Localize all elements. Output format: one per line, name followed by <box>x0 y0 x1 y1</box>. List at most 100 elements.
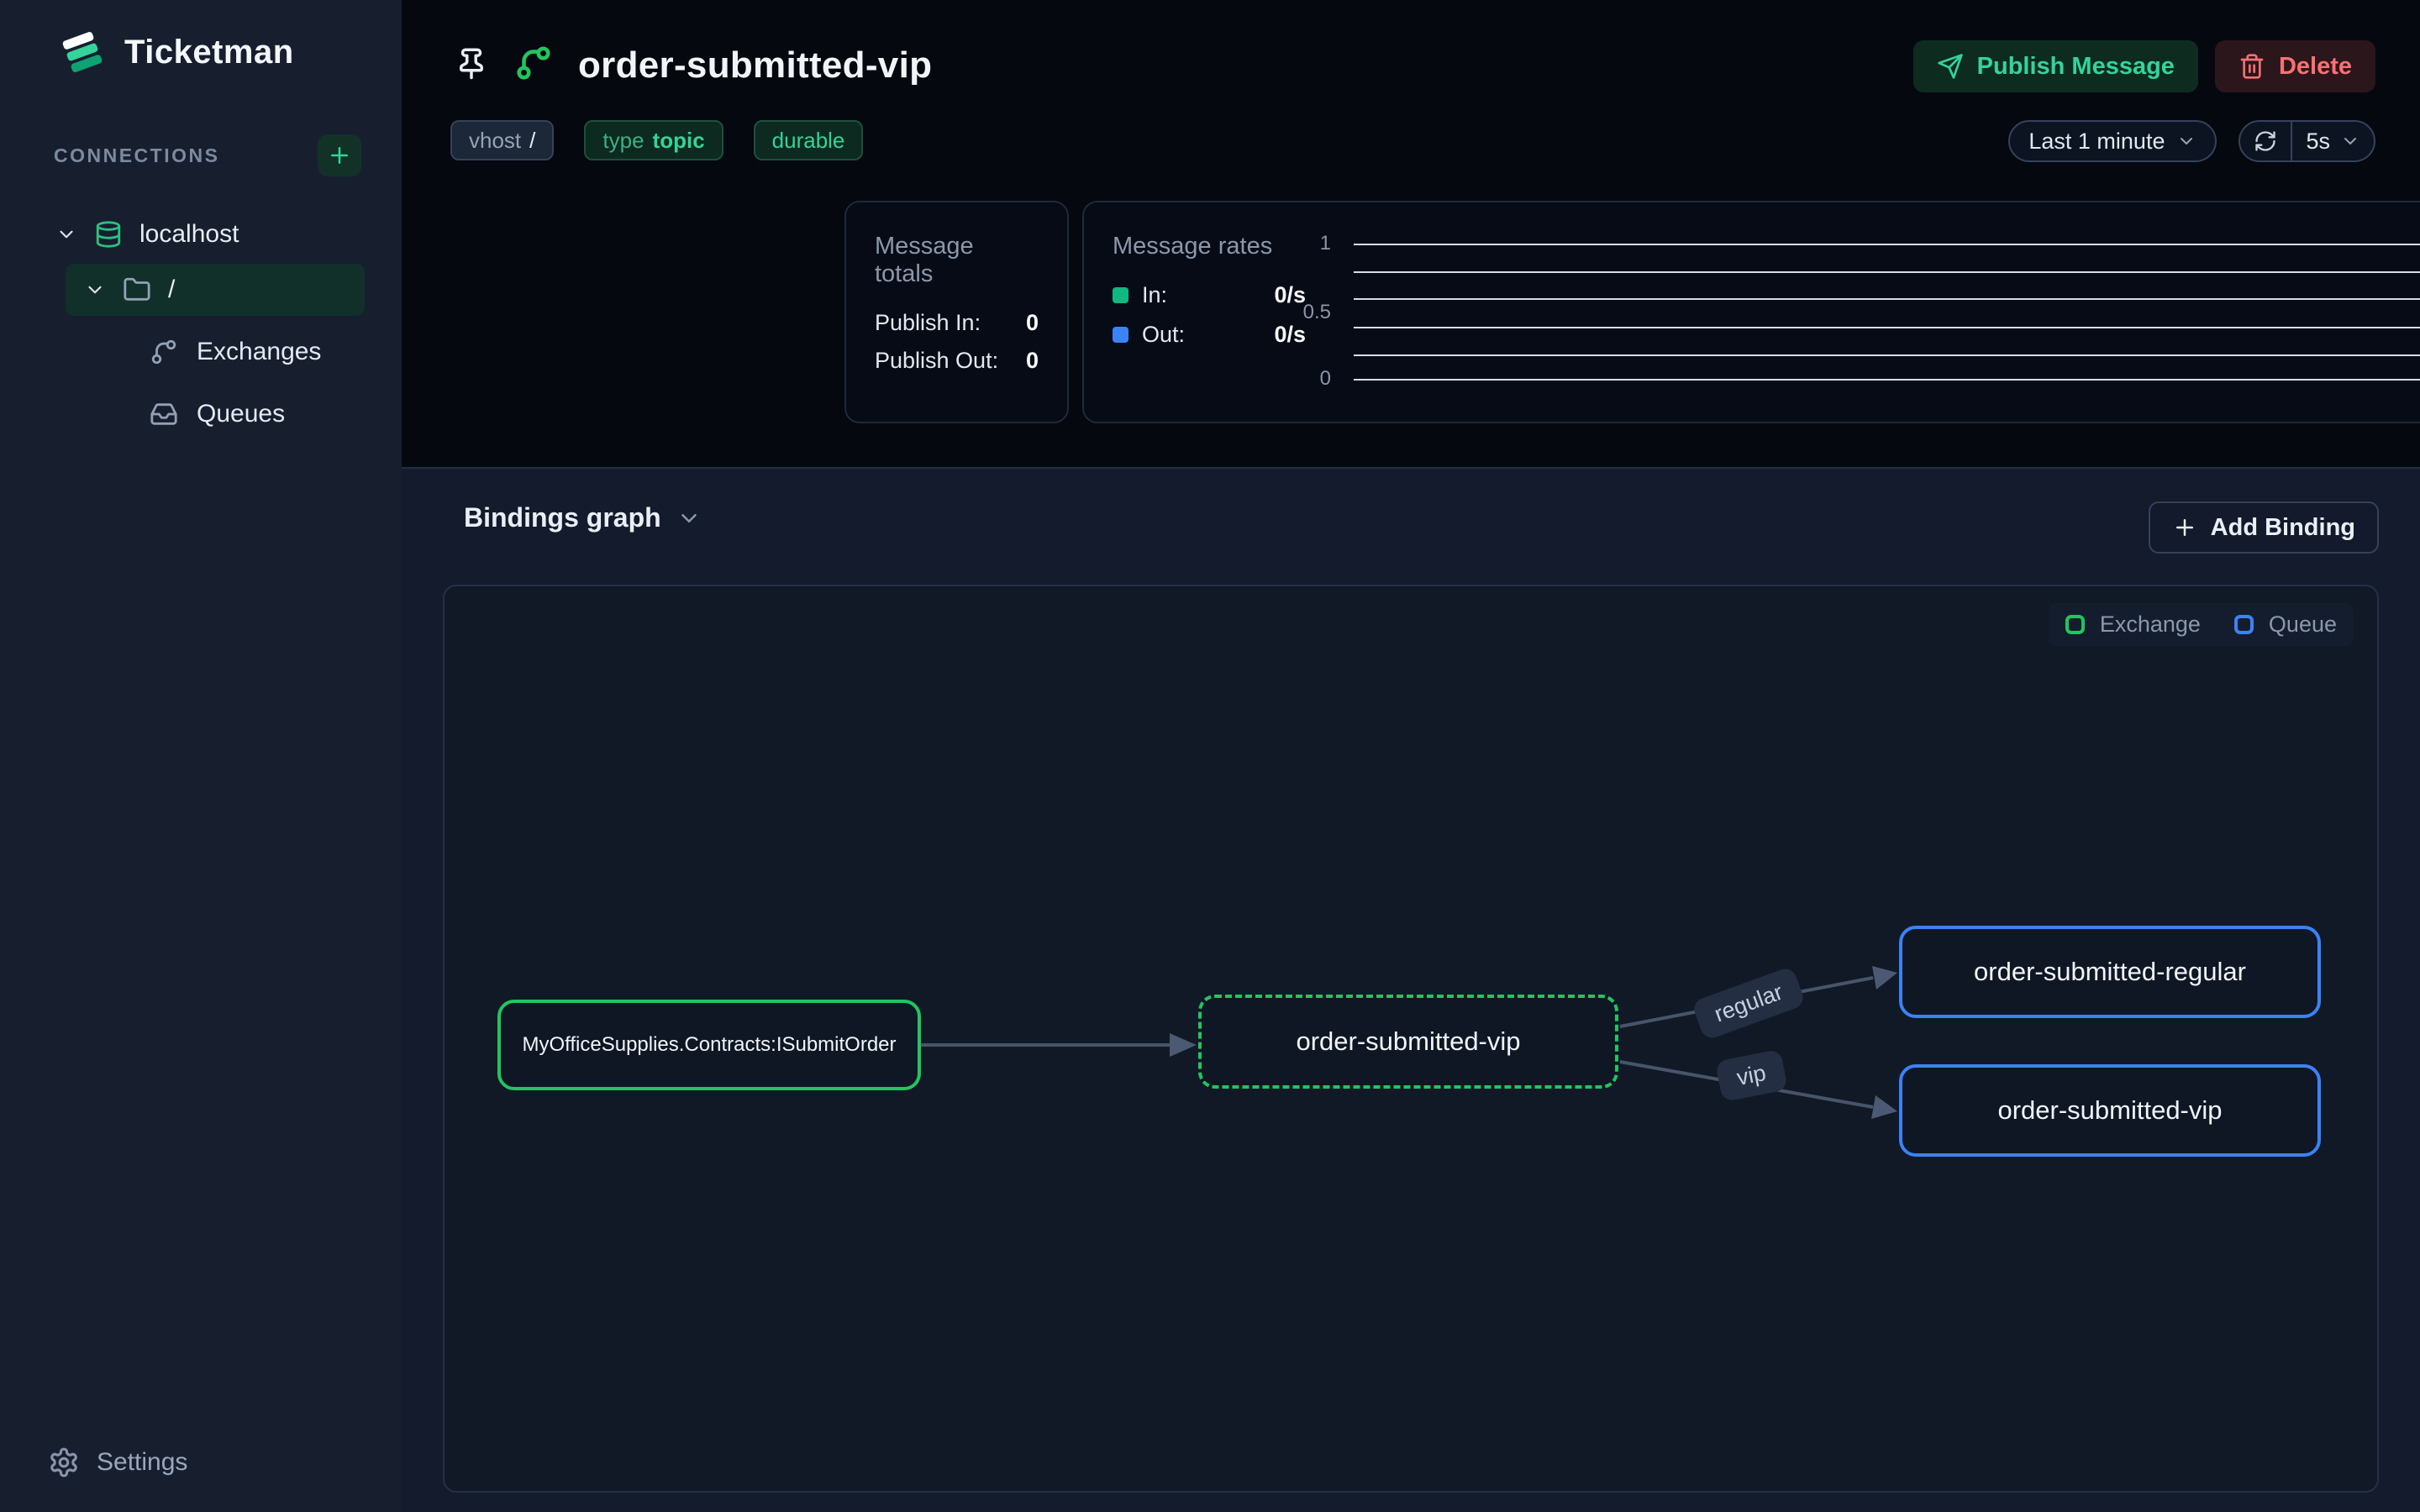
publish-in-value: 0 <box>1025 310 1039 335</box>
out-rate-value: 0/s <box>1274 322 1306 347</box>
message-totals-card: Message totals Publish In: 0 Publish Out… <box>844 201 1069 423</box>
in-legend-swatch <box>1113 287 1128 303</box>
app-logo: Ticketman <box>59 29 294 76</box>
plus-icon <box>331 147 348 164</box>
publish-out-value: 0 <box>1025 348 1039 373</box>
add-binding-label: Add Binding <box>2210 513 2355 541</box>
rates-chart: 1 0.5 0 <box>1286 202 2420 422</box>
in-rate-value: 0/s <box>1274 282 1306 307</box>
vhost-badge: vhost / <box>450 120 555 160</box>
exchanges-label: Exchanges <box>197 338 322 365</box>
refresh-icon <box>2255 131 2276 151</box>
graph-node-queue-regular[interactable]: order-submitted-regular <box>1899 926 2321 1018</box>
exchange-header: order-submitted-vip vhost / type topic d… <box>402 0 2420 467</box>
vhost-label: / <box>168 276 176 303</box>
exchange-type-icon-wrap <box>514 44 553 87</box>
sidebar-item-exchanges[interactable]: Exchanges <box>0 326 402 378</box>
legend-in-row: In: 0/s <box>1113 282 1306 308</box>
message-rates-card: Message rates In: 0/s Out: 0/s <box>1082 201 2420 423</box>
connections-tree: localhost / Exchanges Queue <box>0 208 402 440</box>
y-tick-0: 0 <box>1319 367 1331 390</box>
exchange-branch-icon <box>151 339 176 365</box>
add-connection-button[interactable] <box>318 134 361 176</box>
bindings-section: Bindings graph Add Binding Exchange Queu… <box>402 467 2420 1512</box>
add-binding-button[interactable]: Add Binding <box>2148 501 2379 554</box>
folder-icon <box>124 277 150 301</box>
type-badge-value: topic <box>652 127 705 153</box>
sidebar-item-vhost[interactable]: / <box>66 264 365 316</box>
exchange-branch-icon <box>517 46 550 80</box>
settings-label: Settings <box>97 1448 188 1476</box>
send-icon <box>1937 54 1963 79</box>
refresh-interval-value: 5s <box>2306 128 2330 154</box>
in-label: In: <box>1142 282 1168 307</box>
chart-gridline <box>1354 354 2420 356</box>
connections-section-label: CONNECTIONS <box>54 144 220 166</box>
pushpin-icon <box>460 48 483 80</box>
pin-button[interactable] <box>454 45 489 85</box>
sidebar-item-queues[interactable]: Queues <box>0 388 402 440</box>
message-totals-title: Message totals <box>875 233 974 287</box>
message-rates-title: Message rates <box>1113 233 1273 260</box>
exchange-legend-swatch <box>2065 615 2085 634</box>
chevron-down-icon <box>681 513 697 522</box>
refresh-interval-dropdown[interactable]: 5s <box>2292 122 2374 160</box>
refresh-button[interactable] <box>2240 122 2293 160</box>
durable-badge: durable <box>753 120 864 160</box>
chart-gridline <box>1354 244 2420 245</box>
delete-button[interactable]: Delete <box>2214 40 2375 92</box>
bindings-title: Bindings graph <box>464 502 661 533</box>
bindings-view-dropdown[interactable]: Bindings graph <box>464 502 702 533</box>
exchange-legend-label: Exchange <box>2099 612 2201 637</box>
sidebar-item-settings[interactable]: Settings <box>48 1446 187 1478</box>
chart-gridline <box>1354 327 2420 328</box>
bindings-graph-panel: Exchange Queue MyOfficeSupplies.Contract… <box>443 585 2379 1493</box>
chevron-down-icon <box>60 230 73 239</box>
graph-node-queue-vip[interactable]: order-submitted-vip <box>1899 1064 2321 1157</box>
publish-message-label: Publish Message <box>1976 52 2175 80</box>
plus-icon <box>2175 519 2193 536</box>
app-title: Ticketman <box>124 33 294 71</box>
host-label: localhost <box>139 220 239 248</box>
publish-out-label: Publish Out: <box>875 348 999 373</box>
chart-gridline <box>1354 379 2420 381</box>
chevron-down-icon <box>2344 138 2356 144</box>
y-tick-1: 1 <box>1319 232 1331 255</box>
durable-badge-label: durable <box>771 127 845 153</box>
trash-icon <box>2240 54 2264 79</box>
publish-in-label: Publish In: <box>875 310 981 335</box>
queues-label: Queues <box>197 400 286 428</box>
graph-node-exchange[interactable]: order-submitted-vip <box>1198 995 1618 1089</box>
chevron-down-icon <box>88 286 102 294</box>
database-icon <box>96 221 121 248</box>
gear-icon <box>50 1447 77 1478</box>
queue-legend-label: Queue <box>2268 612 2337 637</box>
delete-label: Delete <box>2278 52 2352 80</box>
inbox-queue-icon <box>150 403 177 425</box>
y-tick-0-5: 0.5 <box>1302 301 1331 323</box>
vhost-badge-value: / <box>529 127 536 153</box>
chart-gridline <box>1354 298 2420 300</box>
graph-node-source-exchange[interactable]: MyOfficeSupplies.Contracts:ISubmitOrder <box>497 1000 921 1090</box>
vhost-badge-key: vhost <box>469 127 522 153</box>
sidebar: Ticketman CONNECTIONS localhost / <box>0 0 402 1512</box>
refresh-control: 5s <box>2238 120 2375 162</box>
out-label: Out: <box>1142 322 1186 347</box>
chart-gridline <box>1354 271 2420 273</box>
out-legend-swatch <box>1113 327 1128 343</box>
type-badge: type topic <box>584 120 723 160</box>
time-range-value: Last 1 minute <box>2028 128 2165 154</box>
queue-legend-swatch <box>2233 615 2254 634</box>
legend-queue: Queue <box>2233 612 2337 638</box>
legend-out-row: Out: 0/s <box>1113 322 1306 348</box>
graph-legend: Exchange Queue <box>2048 603 2354 646</box>
publish-message-button[interactable]: Publish Message <box>1912 40 2198 92</box>
legend-exchange: Exchange <box>2065 612 2201 638</box>
badge-row: vhost / type topic durable <box>450 120 864 160</box>
chevron-down-icon <box>2181 138 2193 144</box>
sidebar-item-localhost[interactable]: localhost <box>0 208 402 260</box>
page-title: order-submitted-vip <box>578 44 933 86</box>
ticket-stack-icon <box>62 32 103 72</box>
time-range-dropdown[interactable]: Last 1 minute <box>2008 120 2217 162</box>
type-badge-key: type <box>602 127 644 153</box>
